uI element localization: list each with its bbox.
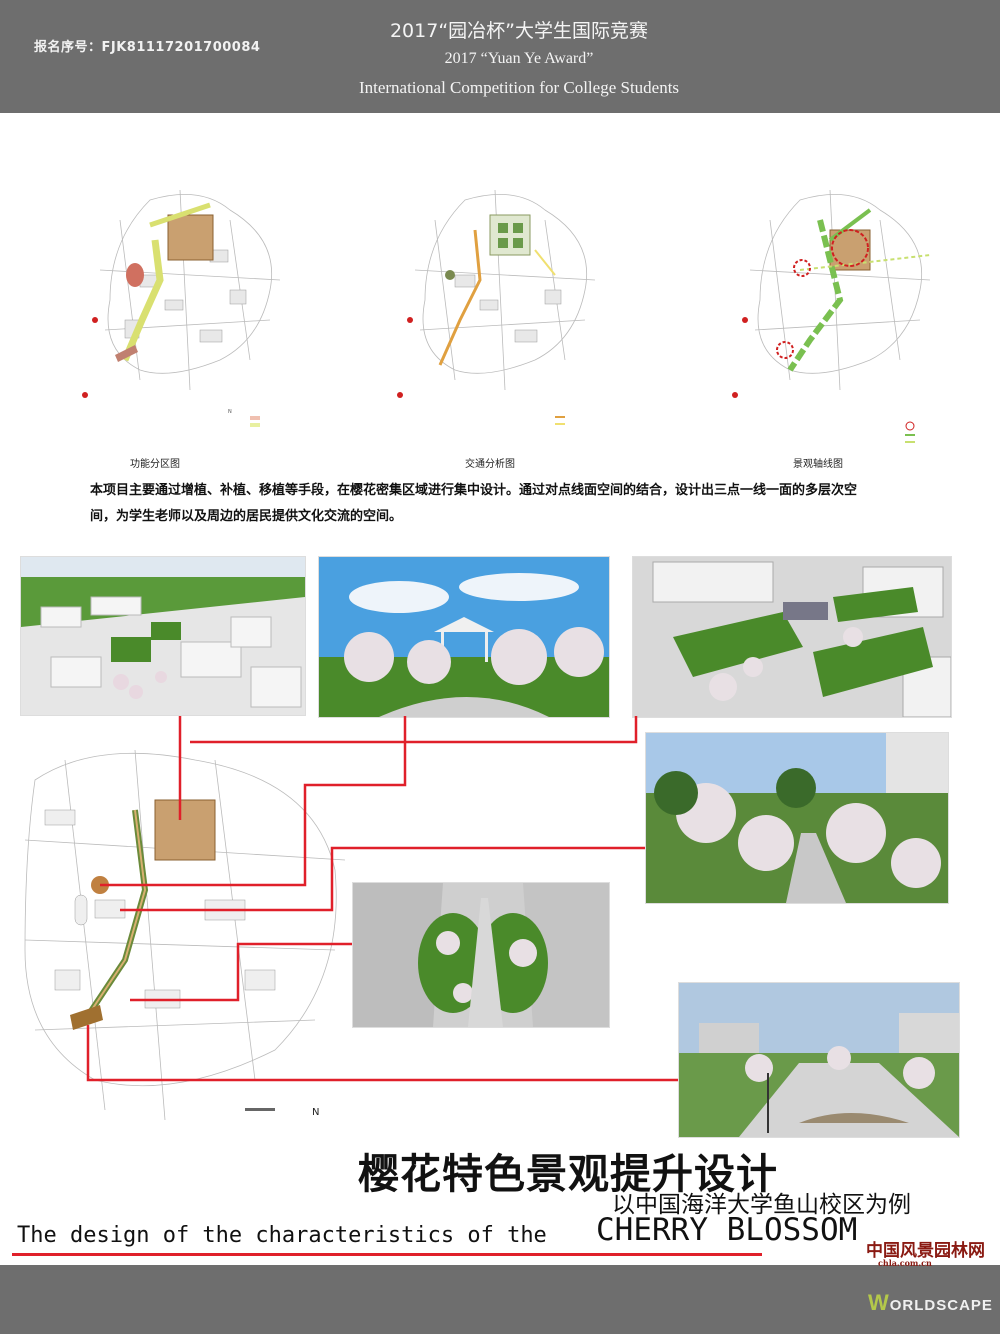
title-en-part1: The design of the characteristics of the — [17, 1223, 547, 1248]
competition-title-en2: International Competition for College St… — [358, 78, 680, 97]
main-title-cn: 樱花特色景观提升设计 — [358, 1150, 778, 1198]
project-description: 本项目主要通过增植、补植、移植等手段，在樱花密集区域进行集中设计。通过对点线面空… — [90, 483, 858, 524]
chla-logo-name: 中国风景园林网 — [866, 1241, 985, 1261]
svg-text:N: N — [312, 1107, 319, 1118]
rendering-narrow-path — [352, 882, 610, 1028]
chla-logo-url: chla.com.cn — [878, 1258, 932, 1268]
rendering-aerial-campus — [20, 556, 306, 716]
title-en-part2: CHERRY BLOSSOM — [596, 1212, 858, 1248]
landscape-axis-map — [730, 180, 950, 450]
subtitle-cn: 以中国海洋大学鱼山校区为例 — [612, 1192, 911, 1218]
competition-title-cn: 2017“园冶杯”大学生国际竞赛 — [389, 20, 649, 42]
worldscape-logo-initial: W — [868, 1290, 890, 1315]
worldscape-logo: WORLDSCAPE — [868, 1290, 993, 1316]
function-zoning-map: N — [80, 180, 300, 430]
competition-title-en1: 2017 “Yuan Ye Award” — [444, 50, 594, 67]
header-bar: 报名序号：FJK81117201700084 2017“园冶杯”大学生国际竞赛 … — [0, 0, 1000, 113]
svg-text:N: N — [228, 409, 232, 415]
footer-bar — [0, 1265, 1000, 1334]
rendering-plaza-aerial — [632, 556, 952, 718]
site-plan: N — [15, 720, 355, 1140]
registration-number: 报名序号：FJK81117201700084 — [34, 40, 261, 55]
rendering-square-lamp — [678, 982, 960, 1138]
rendering-pavilion — [318, 556, 610, 718]
traffic-analysis-map — [395, 180, 615, 430]
traffic-analysis-caption: 交通分析图 — [465, 459, 515, 470]
rendering-cherry-walk — [645, 732, 949, 904]
title-underline — [12, 1253, 762, 1256]
landscape-axis-caption: 景观轴线图 — [793, 459, 843, 470]
chla-logo: 中国风景园林网 chla.com.cn — [866, 1236, 985, 1268]
worldscape-logo-text: ORLDSCAPE — [889, 1297, 993, 1314]
function-zoning-caption: 功能分区图 — [130, 459, 180, 470]
